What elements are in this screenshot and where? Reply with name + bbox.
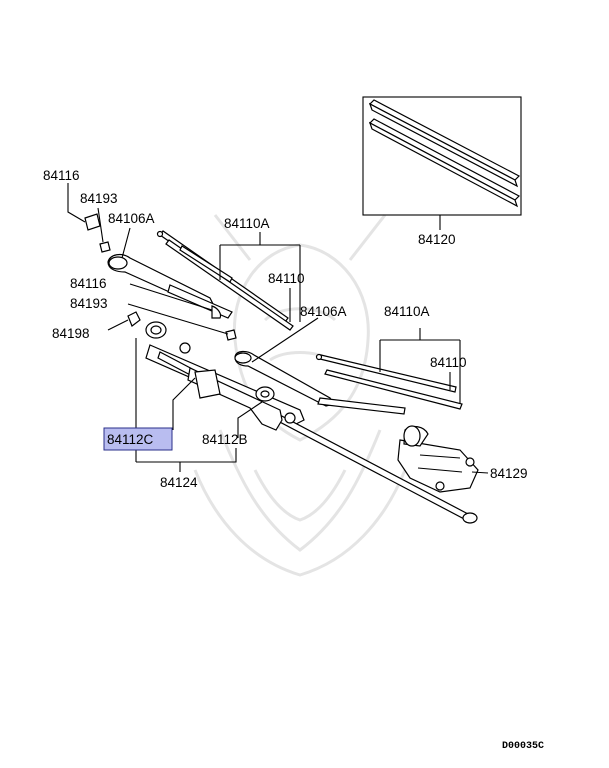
highlight-box-84112C [103, 427, 173, 451]
part-labels: 84116 84193 84106A 84110A 84110 84116 84… [43, 168, 528, 490]
label-84110A-left[interactable]: 84110A [224, 216, 270, 231]
wiper-linkage-84124 [145, 321, 478, 524]
label-84110A-right[interactable]: 84110A [384, 304, 430, 319]
watermark-emblem [193, 214, 407, 577]
wiper-motor-84129 [397, 425, 479, 493]
label-84116-mid[interactable]: 84116 [70, 276, 107, 291]
label-84193-mid[interactable]: 84193 [70, 296, 108, 311]
label-84110-right[interactable]: 84110 [430, 355, 467, 370]
leader-lines [67, 183, 489, 474]
right-wiper-arm [234, 350, 406, 415]
left-wiper-arm [107, 253, 233, 319]
label-84106A-right[interactable]: 84106A [300, 304, 347, 319]
label-84193-top[interactable]: 84193 [80, 191, 118, 206]
left-wiper-blade [156, 230, 294, 331]
label-84129[interactable]: 84129 [490, 466, 528, 481]
label-84116-top[interactable]: 84116 [43, 168, 80, 183]
small-parts-left [84, 213, 237, 341]
label-84198[interactable]: 84198 [52, 326, 90, 341]
blade-inset-84120 [362, 96, 522, 230]
right-wiper-blade [315, 353, 463, 410]
label-84112B[interactable]: 84112B [202, 432, 248, 447]
label-84110-left[interactable]: 84110 [268, 271, 305, 286]
drawing-code: D00035C [502, 741, 544, 752]
label-84124[interactable]: 84124 [160, 475, 198, 490]
label-84120[interactable]: 84120 [418, 232, 456, 247]
label-84106A-left[interactable]: 84106A [108, 211, 155, 226]
label-84112C[interactable]: 84112C [107, 432, 154, 447]
